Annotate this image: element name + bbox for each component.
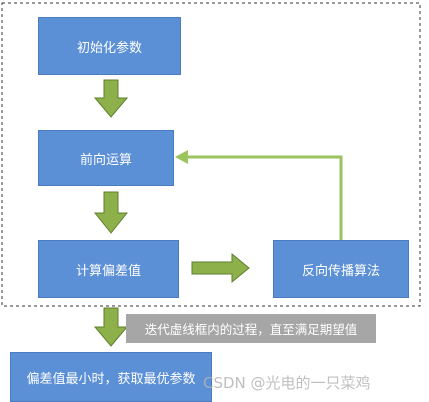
iteration-note: 迭代虚线框内的过程，直至满足期望值: [126, 314, 376, 343]
node-init-label: 初始化参数: [76, 40, 142, 56]
node-compute-error: 计算偏差值: [38, 240, 179, 298]
right-arrow: [191, 252, 250, 284]
node-forward: 前向运算: [38, 130, 174, 186]
iteration-frame: [1, 2, 421, 307]
feedback-loop-arrowhead: [175, 150, 188, 164]
down-arrow-3: [93, 307, 129, 347]
node-forward-label: 前向运算: [79, 152, 132, 168]
feedback-loop-line: [184, 155, 343, 240]
down-arrow-2: [93, 191, 129, 234]
down-arrow-1: [93, 79, 129, 118]
node-final: 偏差值最小时，获取最优参数: [10, 352, 212, 402]
node-compute-error-label: 计算偏差值: [75, 263, 141, 279]
node-backprop-label: 反向传播算法: [301, 263, 380, 279]
node-backprop: 反向传播算法: [273, 240, 409, 298]
node-init: 初始化参数: [38, 17, 181, 75]
iteration-note-text: 迭代虚线框内的过程，直至满足期望值: [144, 322, 358, 337]
watermark-text: CSDN @光电的一只菜鸡: [203, 374, 371, 392]
watermark: CSDN @光电的一只菜鸡: [203, 372, 371, 393]
node-final-label: 偏差值最小时，获取最优参数: [26, 371, 196, 387]
